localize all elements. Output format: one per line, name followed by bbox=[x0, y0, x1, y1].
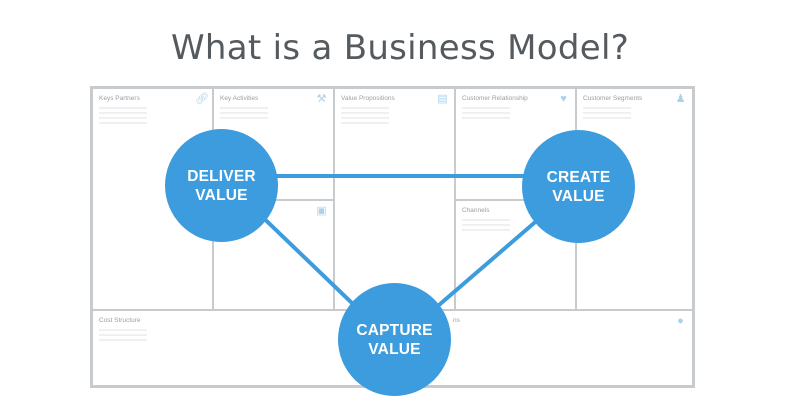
placeholder-text bbox=[583, 107, 631, 122]
money-bag-icon: ● bbox=[677, 315, 684, 327]
block-label: Cost Structure bbox=[99, 317, 141, 324]
placeholder-text bbox=[99, 329, 147, 344]
users-icon: ♟ bbox=[675, 93, 686, 105]
create-value-node: CREATE VALUE bbox=[522, 130, 635, 243]
node-line-2: VALUE bbox=[368, 340, 421, 358]
placeholder-text bbox=[99, 107, 147, 127]
block-label: ns bbox=[453, 317, 460, 324]
block-label: Keys Partners bbox=[99, 95, 140, 102]
wrench-icon: ⚒ bbox=[316, 93, 327, 105]
node-line-1: CAPTURE bbox=[356, 321, 433, 339]
capture-value-node: CAPTURE VALUE bbox=[338, 283, 451, 396]
heart-icon: ♥ bbox=[560, 93, 567, 105]
placeholder-text bbox=[462, 219, 510, 234]
deliver-value-node: DELIVER VALUE bbox=[165, 129, 278, 242]
node-line-2: VALUE bbox=[195, 186, 248, 204]
factory-icon: ▣ bbox=[316, 205, 327, 217]
canvas-block-channels: Channels bbox=[455, 200, 576, 310]
block-label: Customer Segments bbox=[583, 95, 643, 102]
page-title: What is a Business Model? bbox=[170, 28, 630, 68]
node-line-2: VALUE bbox=[552, 187, 605, 205]
block-label: Key Activities bbox=[220, 95, 259, 102]
node-line-1: CREATE bbox=[546, 168, 611, 186]
node-line-1: DELIVER bbox=[187, 167, 256, 185]
block-label: Value Propositions bbox=[341, 95, 395, 102]
block-label: Channels bbox=[462, 207, 490, 214]
placeholder-text bbox=[341, 107, 389, 127]
placeholder-text bbox=[220, 107, 268, 122]
gift-icon: ▤ bbox=[437, 93, 448, 105]
link-icon: 🔗︎ bbox=[195, 93, 209, 105]
placeholder-text bbox=[462, 107, 510, 122]
block-label: Customer Relationship bbox=[462, 95, 528, 102]
